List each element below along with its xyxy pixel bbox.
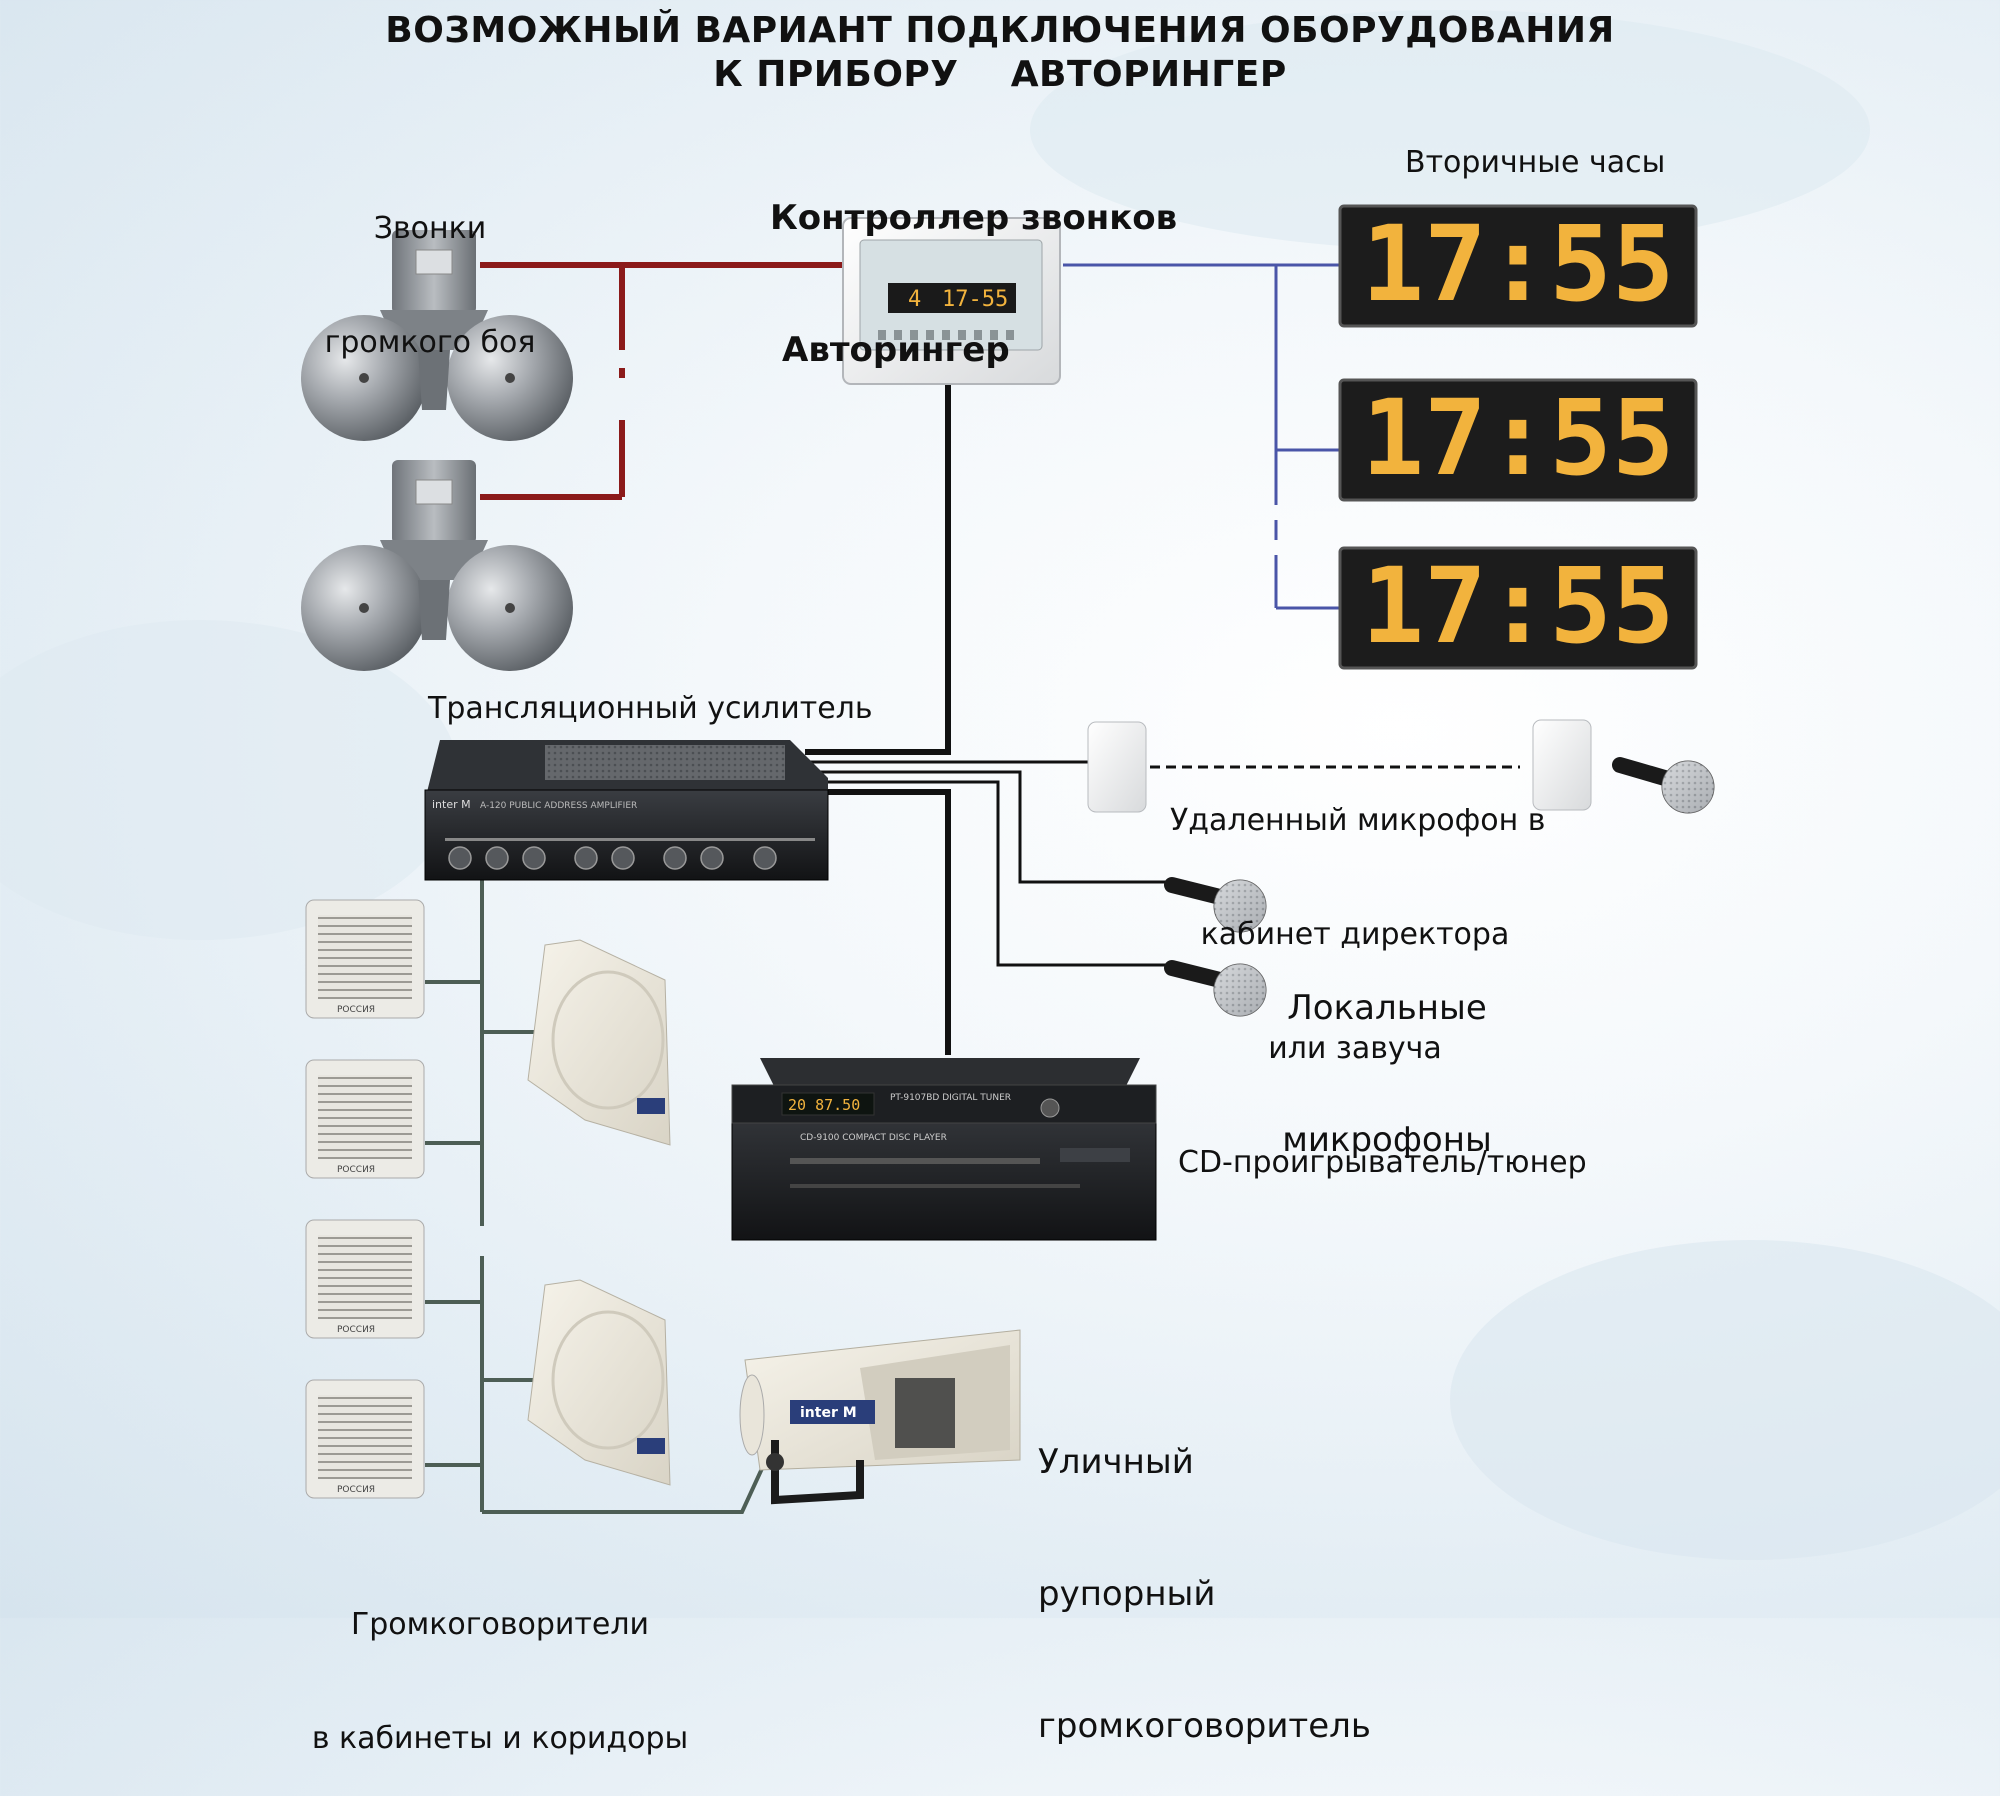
signal-wires [805,385,1520,1055]
wall-speaker-1 [527,939,671,1146]
remote-microphone [1612,757,1715,814]
speaker-4-brand: РОССИЯ [337,1485,375,1495]
label-horn-line-3: громкоговоритель [1038,1706,1371,1746]
wiring-diagram: 4 17-55 17:55 17:55 17:55 inter M A-120 … [0,10,2000,1560]
label-secondary-clocks: Вторичные часы [1405,145,1666,180]
label-bells: Звонки громкого боя [310,134,550,400]
horn-brand: inter M [800,1405,857,1421]
tuner-model: PT-9107BD DIGITAL TUNER [890,1093,1011,1103]
label-horn: Уличный рупорный громкоговоритель [1038,1352,1371,1792]
label-speakers: Громкоговорители в кабинеты и коридоры [290,1530,710,1796]
clock-2-time: 17:55 [1361,377,1674,499]
local-microphone-2 [1164,960,1267,1017]
clock-wires [1063,263,1340,610]
street-horn-speaker: inter M [739,1329,1021,1505]
label-local-mics-line-2: микрофоны [1282,1120,1492,1160]
label-local-mics: Локальные микрофоны [1282,898,1492,1206]
speaker-3-brand: РОССИЯ [337,1325,375,1335]
label-remote-mic: Удаленный микрофон в кабинет директора и… [1170,726,1546,1106]
diagram-title-line-1: ВОЗМОЖНЫЙ ВАРИАНТ ПОДКЛЮЧЕНИЯ ОБОРУДОВАН… [385,10,1615,51]
label-controller: Контроллер звонков Авторингер [770,108,1177,416]
label-remote-mic-line-2: кабинет директора [1200,917,1510,952]
controller-display-left: 4 [908,287,921,312]
label-horn-line-2: рупорный [1038,1574,1216,1614]
label-bells-line-2: громкого боя [324,325,536,360]
cd-tuner-rack-device: 20 87.50 PT-9107BD DIGITAL TUNER CD-9100… [731,1058,1157,1241]
amp-brand: inter M [432,798,471,811]
loud-bell-top [301,230,573,441]
secondary-clock-2: 17:55 [1338,377,1698,502]
label-cd-tuner: CD-проигрыватель/тюнер [1178,1145,1587,1180]
label-bells-line-1: Звонки [373,211,487,246]
wall-speaker-2 [527,1279,671,1486]
local-microphone-1 [1164,877,1267,933]
remote-mic-box-right [1532,719,1592,811]
bell-controller-device: 4 17-55 [842,217,1061,385]
cabinet-speaker-4: РОССИЯ [305,1379,425,1499]
label-amplifier: Трансляционный усилитель [428,691,873,726]
secondary-clock-3: 17:55 [1338,545,1698,670]
secondary-clock-1: 17:55 [1338,203,1698,328]
cd-model: CD-9100 COMPACT DISC PLAYER [800,1133,947,1143]
label-horn-line-1: Уличный [1038,1442,1194,1482]
diagram-title-line-2: К ПРИБОРУ АВТОРИНГЕР [713,54,1287,95]
broadcast-amplifier-device: inter M A-120 PUBLIC ADDRESS AMPLIFIER [424,740,829,881]
cabinet-speaker-1: РОССИЯ [305,899,425,1019]
amp-model: A-120 PUBLIC ADDRESS AMPLIFIER [480,801,637,811]
speaker-2-brand: РОССИЯ [337,1165,375,1175]
cabinet-speaker-2: РОССИЯ [305,1059,425,1179]
clock-3-time: 17:55 [1361,545,1674,667]
label-remote-mic-line-1: Удаленный микрофон в [1170,803,1546,838]
remote-mic-box-left [1087,721,1147,813]
cabinet-speaker-3: РОССИЯ [305,1219,425,1339]
clock-1-time: 17:55 [1361,203,1674,325]
speaker-1-brand: РОССИЯ [337,1005,375,1015]
label-remote-mic-line-3: или завуча [1268,1031,1442,1066]
label-speakers-line-2: в кабинеты и коридоры [311,1721,689,1756]
label-speakers-line-1: Громкоговорители [350,1607,650,1642]
background-clouds [0,10,2000,1560]
tuner-display: 20 87.50 [788,1096,860,1114]
label-controller-line-2: Авторингер [782,330,1010,370]
label-local-mics-line-1: Локальные [1287,988,1487,1028]
loud-bell-bottom [301,460,573,671]
label-controller-line-1: Контроллер звонков [770,198,1178,238]
bell-wires [480,262,845,500]
speaker-wires [425,878,767,1514]
controller-display-right: 17-55 [942,287,1008,312]
